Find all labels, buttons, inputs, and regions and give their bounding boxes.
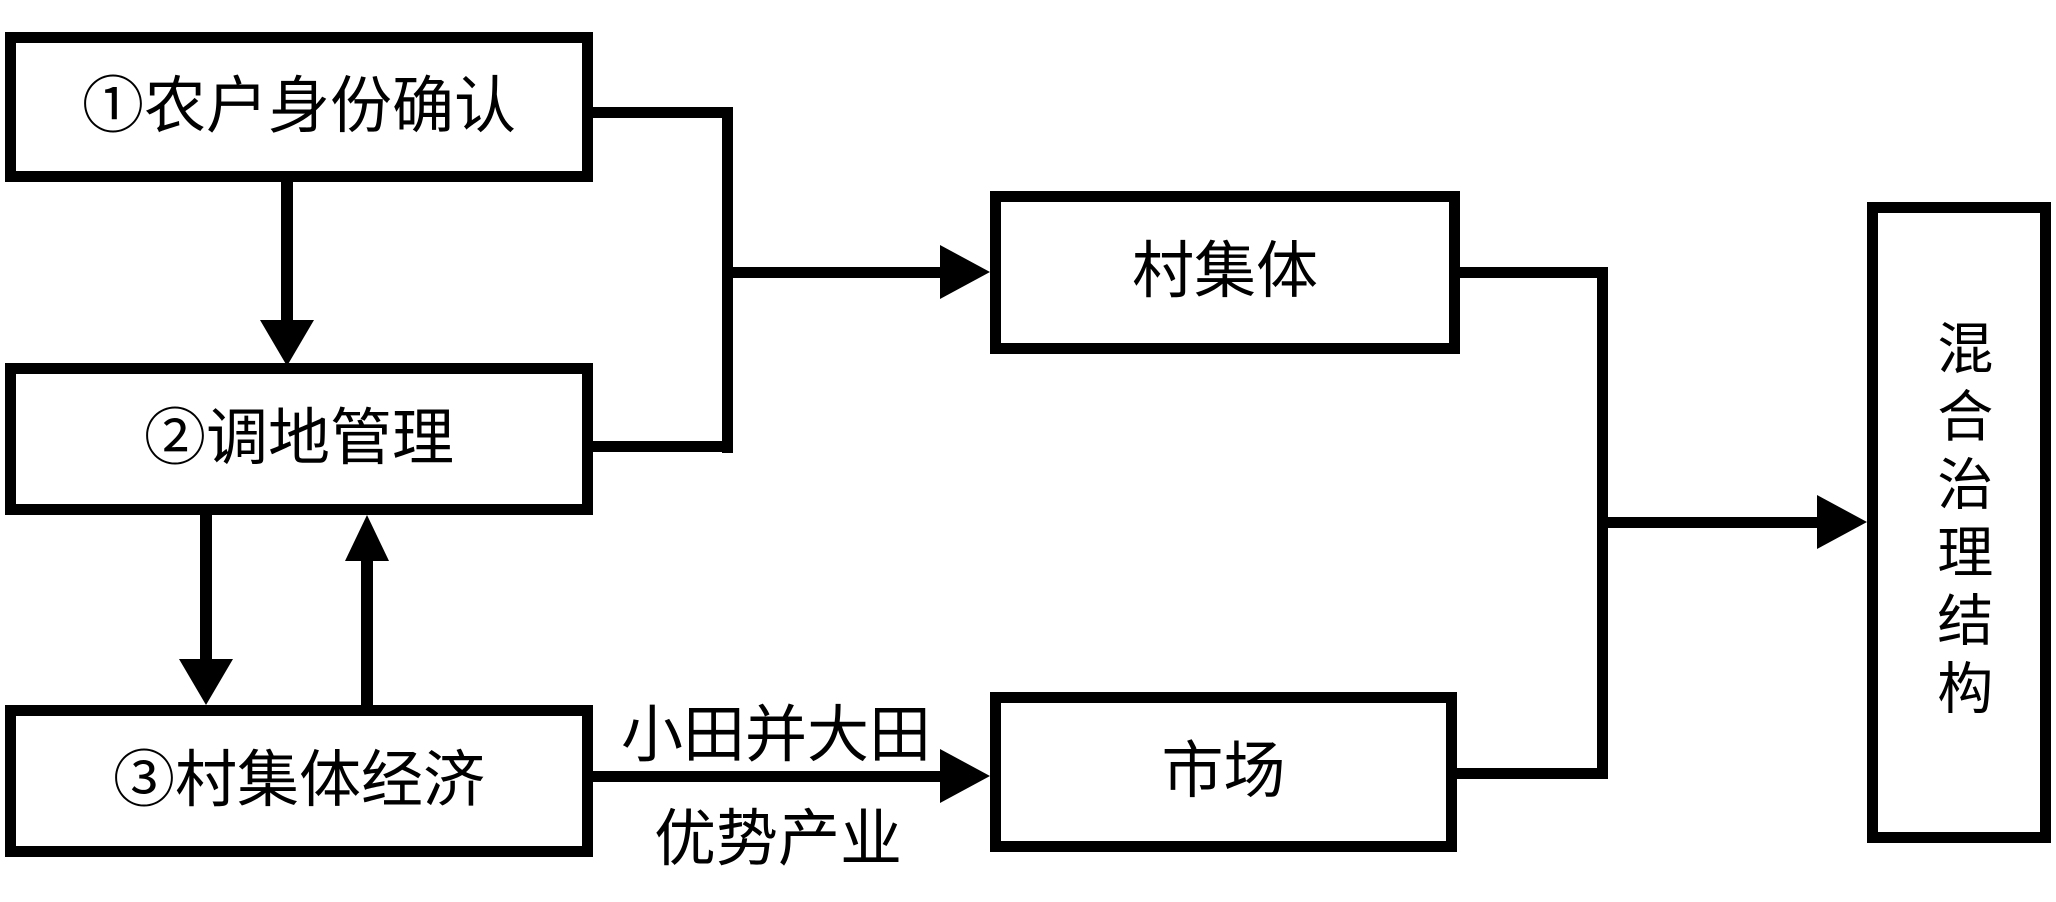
box-land-adjustment: ②调地管理 <box>5 363 593 515</box>
box-village-collective: 村集体 <box>990 191 1460 354</box>
arrow-land-to-economy-shaft <box>200 513 212 665</box>
arrow-economy-to-land-shaft <box>361 557 373 705</box>
box-market: 市场 <box>990 692 1457 852</box>
arrowhead-down-icon <box>260 320 314 366</box>
village-collective-label: 村集体 <box>1131 238 1318 307</box>
arrowhead-right-icon <box>940 245 990 299</box>
arrow-economy-to-market-shaft <box>592 771 942 782</box>
connector-village-right <box>1460 267 1607 278</box>
village-collective-economy-label: ③村集体经济 <box>112 746 485 815</box>
arrowhead-right-icon <box>1817 495 1867 549</box>
connector-left-vertical-bus <box>722 107 733 453</box>
arrow-to-village-collective-shaft <box>722 267 940 278</box>
mixed-governance-label: 混合治理结构 <box>1928 318 1991 727</box>
connector-land-right <box>592 441 733 452</box>
land-adjustment-label: ②调地管理 <box>143 404 454 473</box>
edge-label-small-fields: 小田并大田 <box>620 702 932 770</box>
box-village-collective-economy: ③村集体经济 <box>5 705 593 857</box>
box-mixed-governance: 混合治理结构 <box>1867 202 2051 843</box>
box-farmer-identity: ①农户身份确认 <box>5 32 593 182</box>
edge-label-advantage-industry: 优势产业 <box>653 806 903 874</box>
arrowhead-down-icon <box>179 659 233 705</box>
connector-farmer-right <box>592 107 733 118</box>
market-label: 市场 <box>1161 737 1286 806</box>
arrowhead-up-icon <box>345 515 389 561</box>
farmer-identity-label: ①农户身份确认 <box>81 72 516 141</box>
connector-right-vertical-bus <box>1597 267 1608 779</box>
arrow-farmer-to-land-shaft <box>281 180 293 325</box>
connector-market-right <box>1457 768 1607 779</box>
arrow-to-mixed-governance-shaft <box>1607 517 1819 528</box>
arrowhead-right-icon <box>940 749 990 803</box>
